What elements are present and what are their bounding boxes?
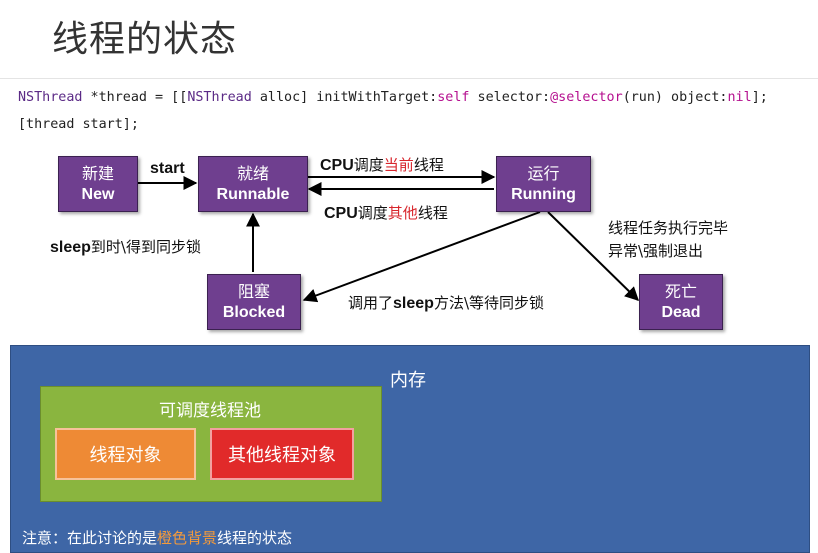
memory-note: 注意：在此讨论的是橙色背景线程的状态 — [22, 529, 293, 547]
state-running-en: Running — [511, 185, 576, 203]
arrow-running-to-blocked — [302, 211, 541, 303]
state-running: 运行 Running — [496, 156, 591, 212]
code-text: (run) object: — [622, 90, 728, 105]
state-blocked-en: Blocked — [222, 303, 286, 321]
code-class: NSThread — [187, 90, 252, 105]
state-blocked-cn: 阻塞 — [237, 281, 270, 301]
state-runnable-cn: 就绪 — [236, 163, 269, 183]
state-dead-cn: 死亡 — [664, 281, 697, 301]
code-text: selector: — [469, 90, 551, 105]
state-dead-en: Dead — [661, 303, 701, 321]
state-new: 新建 New — [58, 156, 138, 212]
code-line-1: NSThread *thread = [[NSThread alloc] ini… — [18, 90, 768, 105]
state-running-cn: 运行 — [527, 163, 560, 183]
label-finish-1: 线程任务执行完毕 — [608, 219, 729, 237]
title-divider — [0, 78, 818, 79]
state-dead: 死亡 Dead — [639, 274, 723, 330]
code-text: ]; — [751, 90, 768, 105]
label-cpu-current: CPU调度当前线程 — [320, 156, 444, 174]
code-line-2: [thread start]; — [18, 117, 139, 132]
thread-object: 线程对象 — [55, 428, 196, 480]
label-finish-2: 异常\强制退出 — [608, 242, 704, 260]
code-keyword: @selector — [550, 90, 623, 105]
arrow-running-to-dead — [547, 211, 640, 301]
code-class: NSThread — [18, 90, 83, 105]
memory-area — [10, 345, 810, 553]
label-start: start — [150, 160, 185, 177]
code-text: *thread = [[ — [82, 90, 188, 105]
code-text: alloc] initWithTarget: — [251, 90, 438, 105]
code-keyword: self — [437, 90, 470, 105]
memory-title: 内存 — [390, 370, 426, 391]
state-new-cn: 新建 — [81, 163, 114, 183]
other-thread-object: 其他线程对象 — [210, 428, 354, 480]
page-title: 线程的状态 — [52, 19, 238, 60]
label-sleep-done: sleep到时\得到同步锁 — [50, 238, 201, 256]
state-blocked: 阻塞 Blocked — [207, 274, 301, 330]
code-keyword: nil — [727, 90, 752, 105]
label-sleep-call: 调用了sleep方法\等待同步锁 — [348, 294, 544, 312]
state-new-en: New — [81, 185, 115, 203]
state-runnable-en: Runnable — [216, 185, 290, 203]
label-cpu-other: CPU调度其他线程 — [324, 204, 448, 222]
thread-pool-title: 可调度线程池 — [159, 401, 261, 421]
state-runnable: 就绪 Runnable — [198, 156, 308, 212]
